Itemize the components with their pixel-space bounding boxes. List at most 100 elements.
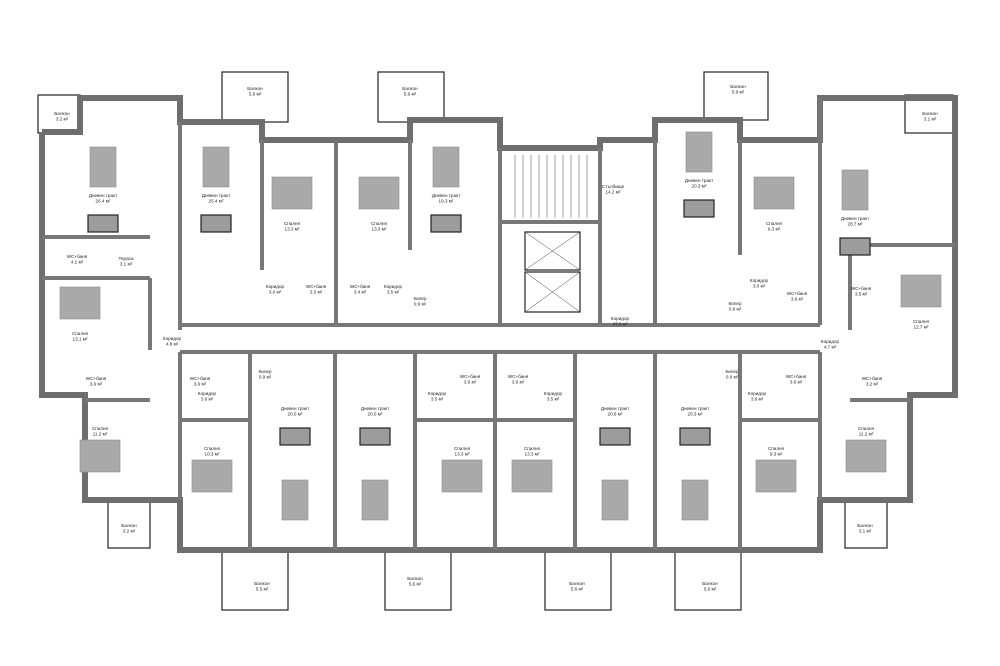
room-name: Коридор [266, 284, 285, 289]
bed-icon [900, 274, 942, 308]
room-name: Дневен тракт [89, 193, 118, 198]
bed-icon [845, 439, 887, 473]
room-name: WC+баня [460, 374, 481, 379]
bed-icon [59, 286, 101, 320]
bed-icon [79, 439, 121, 473]
bed-icon [191, 459, 233, 493]
room-name: Балкон [407, 576, 423, 581]
dining-table-icon [87, 214, 119, 233]
room-name: Дневен тракт [281, 406, 310, 411]
room-area: 3.5 м² [547, 397, 560, 402]
room-name: WC+баня [508, 374, 529, 379]
dining-table-icon [200, 214, 232, 233]
room-name: Балкон [569, 581, 585, 586]
room-name: Спалня [284, 221, 301, 226]
room-name: Спалня [768, 446, 785, 451]
room-area: 3.5 м² [387, 290, 400, 295]
staircase [514, 155, 588, 218]
room-name: Коридор [748, 391, 767, 396]
room-area: 3.0 м² [753, 284, 766, 289]
room-area: 13.3 м² [285, 227, 300, 232]
room-name: Коридор [198, 391, 217, 396]
room-area: 0.9 м² [726, 375, 739, 380]
room-area: 3.1 м² [120, 262, 133, 267]
room-name: WC+баня [190, 376, 211, 381]
room-name: Коридор [750, 278, 769, 283]
room-name: Дневен тракт [685, 178, 714, 183]
bed-icon [271, 176, 313, 210]
room-area: 13.3 м² [455, 452, 470, 457]
room-area: 5.6 м² [404, 92, 417, 97]
dining-table-icon [279, 427, 311, 446]
room-area: 3.6 м² [90, 382, 103, 387]
room-area: 13.3 м² [372, 227, 387, 232]
sofa-icon [281, 479, 309, 521]
room-name: Дневен тракт [361, 406, 390, 411]
sofa-icon [202, 146, 230, 188]
room-name: Килер [728, 301, 741, 306]
room-area: 28.7 м² [848, 222, 863, 227]
room-area: 0.9 м² [259, 375, 272, 380]
room-name: Балкон [402, 86, 418, 91]
room-name: WC+баня [67, 254, 88, 259]
room-area: 3.6 м² [201, 397, 214, 402]
room-area: 5.6 м² [704, 587, 717, 592]
room-area: 13.1 м² [73, 337, 88, 342]
room-area: 3.6 м² [512, 380, 525, 385]
room-area: 5.5 м² [256, 587, 269, 592]
room-area: 3.6 м² [791, 297, 804, 302]
room-area: 3.6 м² [464, 380, 477, 385]
room-area: 12.7 м² [914, 325, 929, 330]
room-area: 0.9 м² [414, 302, 427, 307]
room-name: Спалня [766, 221, 783, 226]
sofa-icon [432, 146, 460, 188]
dining-table-icon [683, 199, 715, 218]
room-name: WC+баня [786, 374, 807, 379]
room-name: Спалня [204, 446, 221, 451]
room-area: 3.2 м² [866, 382, 879, 387]
room-name: Килер [413, 296, 426, 301]
room-name: Спалня [524, 446, 541, 451]
sofa-icon [361, 479, 389, 521]
room-name: Спалня [72, 331, 89, 336]
room-name: Коридор [163, 336, 182, 341]
room-area: 3.2 м² [56, 117, 69, 122]
room-name: Балкон [121, 523, 137, 528]
room-area: 3.6 м² [790, 380, 803, 385]
room-name: Килер [725, 369, 738, 374]
room-area: 3.5 м² [855, 292, 868, 297]
